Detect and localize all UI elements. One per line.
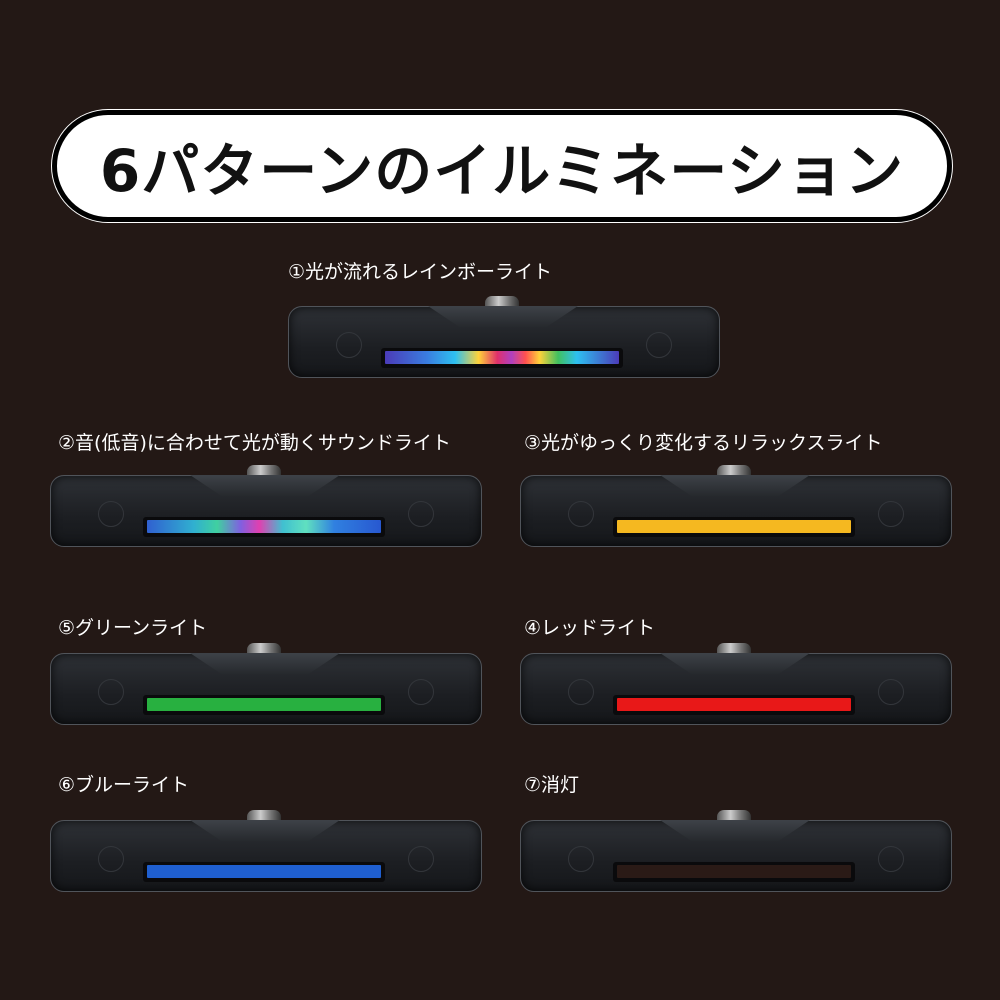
speaker-rainbow: [288, 296, 720, 378]
speaker-top-panel: [428, 306, 578, 328]
pattern-label-sound: ②音(低音)に合わせて光が動くサウンドライト: [58, 432, 451, 454]
left-driver: [568, 679, 594, 705]
pattern-label-off: ⑦消灯: [524, 774, 580, 796]
right-driver: [878, 501, 904, 527]
title-banner: 6パターンのイルミネーション: [52, 110, 952, 222]
speaker-top-panel: [660, 820, 810, 842]
speaker-green: [50, 643, 482, 725]
left-driver: [568, 846, 594, 872]
right-driver: [408, 501, 434, 527]
page-title: 6パターンのイルミネーション: [99, 137, 905, 205]
speaker-top-panel: [190, 820, 340, 842]
speaker-top-panel: [190, 475, 340, 497]
left-driver: [98, 846, 124, 872]
led-light-bar: [617, 698, 851, 711]
pattern-label-rainbow: ①光が流れるレインボーライト: [288, 261, 553, 283]
speaker-blue: [50, 810, 482, 892]
speaker-sound: [50, 465, 482, 547]
right-driver: [408, 846, 434, 872]
left-driver: [568, 501, 594, 527]
led-light-bar: [147, 698, 381, 711]
led-light-bar: [617, 520, 851, 533]
left-driver: [98, 501, 124, 527]
speaker-relax: [520, 465, 952, 547]
pattern-label-green: ⑤グリーンライト: [58, 617, 208, 639]
speaker-red: [520, 643, 952, 725]
right-driver: [408, 679, 434, 705]
right-driver: [878, 679, 904, 705]
speaker-top-panel: [660, 475, 810, 497]
pattern-label-blue: ⑥ブルーライト: [58, 774, 190, 796]
speaker-top-panel: [190, 653, 340, 675]
speaker-off: [520, 810, 952, 892]
left-driver: [98, 679, 124, 705]
pattern-label-red: ④レッドライト: [524, 617, 656, 639]
speaker-top-panel: [660, 653, 810, 675]
led-light-bar: [617, 865, 851, 878]
left-driver: [336, 332, 362, 358]
pattern-label-relax: ③光がゆっくり変化するリラックスライト: [524, 432, 883, 454]
led-light-bar: [385, 351, 619, 364]
right-driver: [878, 846, 904, 872]
right-driver: [646, 332, 672, 358]
led-light-bar: [147, 520, 381, 533]
led-light-bar: [147, 865, 381, 878]
